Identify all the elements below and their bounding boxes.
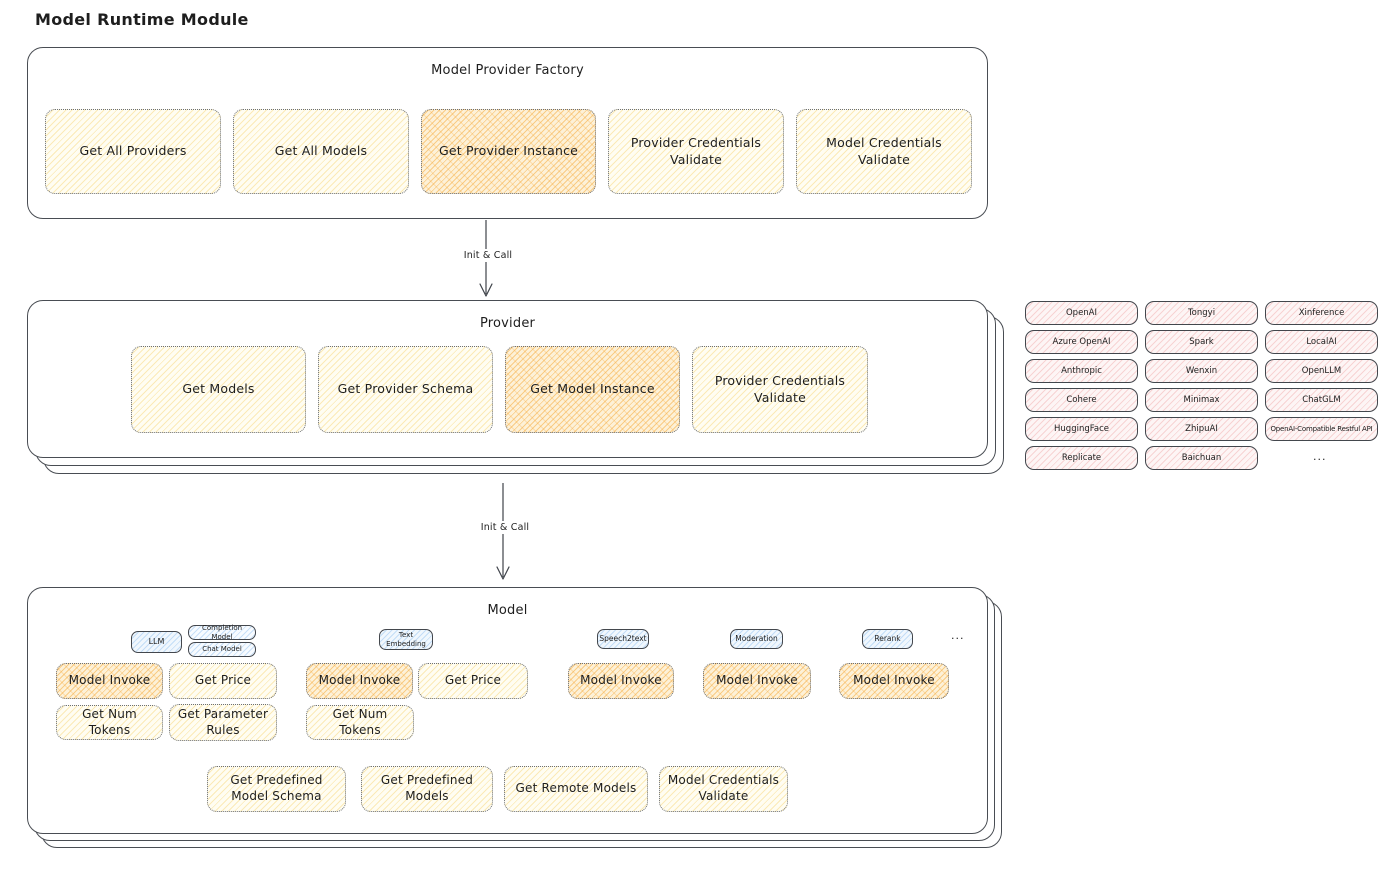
provider-get-model-instance: Get Model Instance: [505, 346, 680, 433]
provider-credentials-validate: Provider Credentials Validate: [692, 346, 868, 433]
llm-model-invoke: Model Invoke: [56, 663, 163, 699]
tag-rerank: Rerank: [862, 629, 913, 649]
tag-moderation: Moderation: [730, 629, 783, 649]
registry-more-ellipsis: ...: [1313, 450, 1327, 463]
provider-chip-localai: LocalAI: [1265, 330, 1378, 354]
provider-chip-zhipuai: ZhipuAI: [1145, 417, 1258, 441]
provider-chip-replicate: Replicate: [1025, 446, 1138, 470]
provider-chip-openllm: OpenLLM: [1265, 359, 1378, 383]
provider-chip-openai: OpenAI: [1025, 301, 1138, 325]
factory-provider-credentials-validate: Provider Credentials Validate: [608, 109, 784, 194]
text-embedding-model-invoke: Model Invoke: [306, 663, 413, 699]
provider-get-models: Get Models: [131, 346, 306, 433]
provider-chip-openai-compatible: OpenAI-Compatible Restful API: [1265, 417, 1378, 441]
get-remote-models: Get Remote Models: [504, 766, 648, 812]
llm-get-parameter-rules: Get Parameter Rules: [169, 704, 277, 741]
model-title: Model: [487, 603, 528, 618]
factory-get-all-models: Get All Models: [233, 109, 409, 194]
provider-chip-anthropic: Anthropic: [1025, 359, 1138, 383]
tag-speech2text: Speech2text: [597, 629, 649, 649]
tag-llm: LLM: [131, 631, 182, 653]
provider-chip-azure-openai: Azure OpenAI: [1025, 330, 1138, 354]
factory-container: Model Provider Factory Get All Providers…: [27, 47, 988, 219]
provider-chip-spark: Spark: [1145, 330, 1258, 354]
provider-chip-cohere: Cohere: [1025, 388, 1138, 412]
moderation-model-invoke: Model Invoke: [703, 663, 811, 699]
model-tags-more-ellipsis: ...: [951, 629, 965, 642]
text-embedding-get-num-tokens: Get Num Tokens: [306, 705, 414, 740]
llm-get-num-tokens: Get Num Tokens: [56, 705, 163, 740]
model-container: Model LLM Completion Model Chat Model Te…: [27, 587, 988, 834]
init-call-label: Init & Call: [460, 249, 516, 262]
factory-get-provider-instance: Get Provider Instance: [421, 109, 596, 194]
rerank-model-invoke: Model Invoke: [839, 663, 949, 699]
factory-model-credentials-validate: Model Credentials Validate: [796, 109, 972, 194]
factory-get-all-providers: Get All Providers: [45, 109, 221, 194]
get-predefined-models: Get Predefined Models: [361, 766, 493, 812]
get-predefined-model-schema: Get Predefined Model Schema: [207, 766, 346, 812]
provider-title: Provider: [479, 316, 536, 331]
speech2text-model-invoke: Model Invoke: [568, 663, 674, 699]
page-title: Model Runtime Module: [35, 10, 249, 29]
tag-text-embedding: Text Embedding: [379, 629, 433, 650]
provider-container: Provider Get Models Get Provider Schema …: [27, 300, 988, 458]
init-call-label: Init & Call: [477, 521, 533, 534]
provider-chip-xinference: Xinference: [1265, 301, 1378, 325]
provider-chip-chatglm: ChatGLM: [1265, 388, 1378, 412]
provider-chip-minimax: Minimax: [1145, 388, 1258, 412]
provider-chip-tongyi: Tongyi: [1145, 301, 1258, 325]
provider-chip-huggingface: HuggingFace: [1025, 417, 1138, 441]
tag-completion-model: Completion Model: [188, 624, 256, 641]
model-credentials-validate: Model Credentials Validate: [659, 766, 788, 812]
provider-get-provider-schema: Get Provider Schema: [318, 346, 493, 433]
llm-get-price: Get Price: [169, 663, 277, 699]
text-embedding-get-price: Get Price: [418, 663, 528, 699]
tag-chat-model: Chat Model: [188, 642, 256, 657]
factory-title: Model Provider Factory: [431, 63, 584, 78]
provider-chip-wenxin: Wenxin: [1145, 359, 1258, 383]
provider-chip-baichuan: Baichuan: [1145, 446, 1258, 470]
